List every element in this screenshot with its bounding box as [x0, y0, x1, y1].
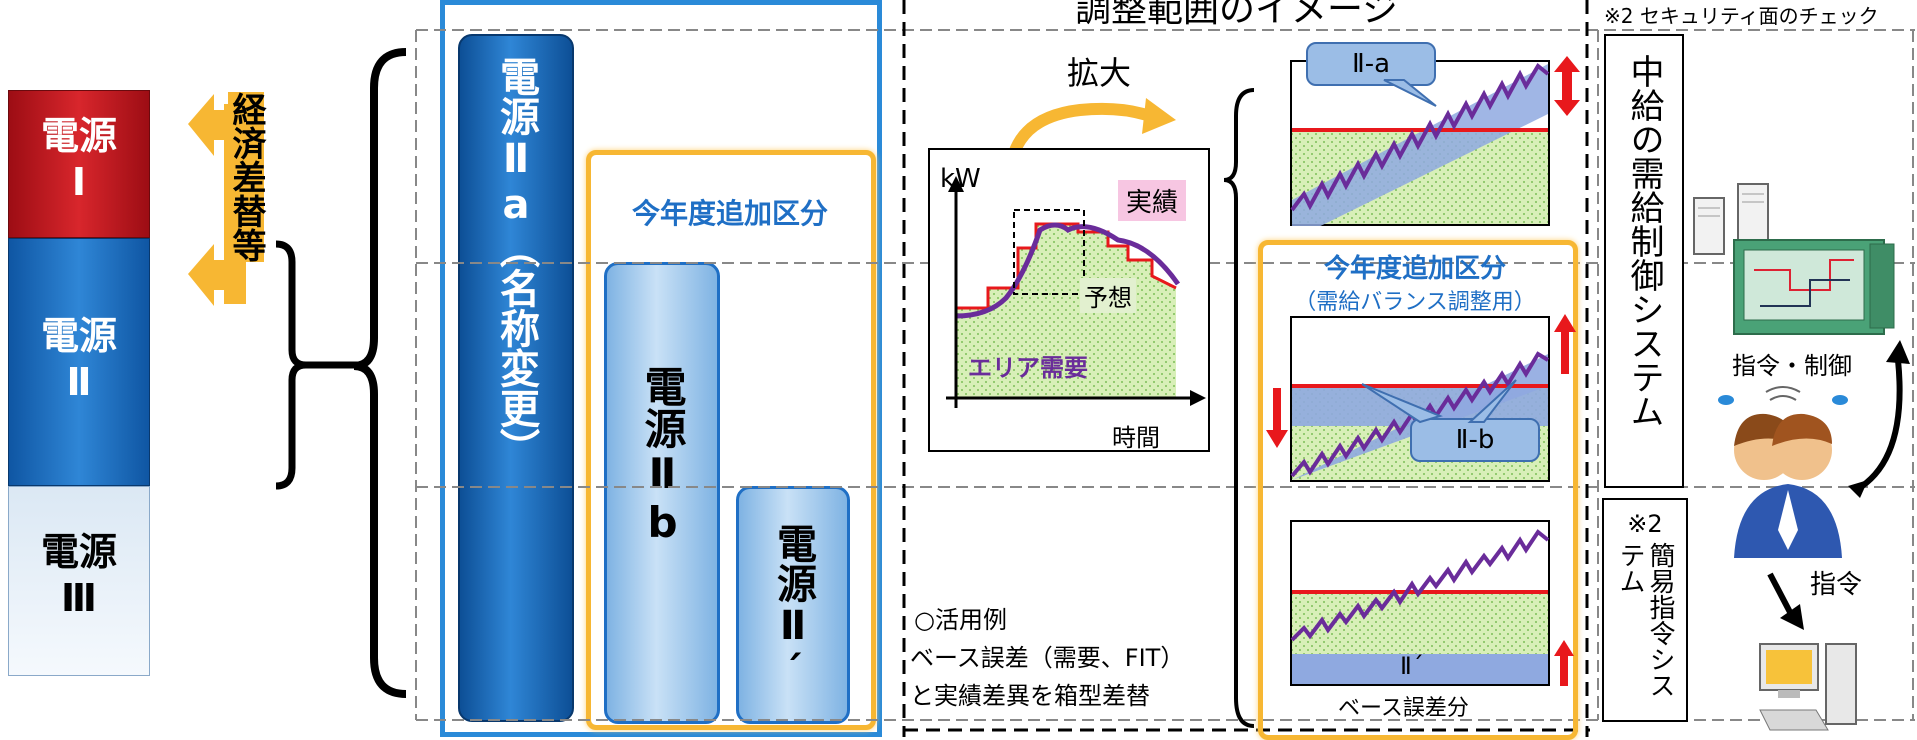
down-arrow-icon — [1266, 388, 1288, 448]
computer-icon — [1759, 643, 1857, 731]
forecast-label: 予想 — [1080, 278, 1136, 313]
replace-label: 経済差替等 — [226, 92, 266, 262]
chart-2a — [1290, 60, 1550, 226]
note-top: ※2 セキュリティ面のチェック — [1604, 4, 1879, 28]
callout-2a-tail-icon — [1383, 79, 1437, 107]
large-bracket-icon — [353, 48, 407, 698]
source1-line1: 電源 — [40, 114, 117, 158]
usage-title: ○活用例 — [914, 606, 1007, 634]
center-header: 調整範囲のイメージ — [1075, 0, 1399, 30]
up-arrow-icon — [1554, 314, 1576, 374]
kw-label: kW — [940, 164, 981, 194]
source2-outer-frame — [440, 0, 882, 737]
central-system-box: 中給の需給制御システム — [1604, 34, 1684, 488]
expand-label: 拡大 — [1067, 54, 1132, 92]
source2b-label: 電源Ⅱb — [638, 365, 687, 547]
chart-2prime — [1290, 520, 1550, 686]
actual-label: 実績 — [1118, 180, 1187, 221]
command-label: 指令 — [1810, 570, 1863, 600]
new-category-title-right: 今年度追加区分 — [1323, 254, 1506, 284]
source2-box: 電源 Ⅱ — [8, 238, 150, 486]
simple-system-box: ※2 簡易指令システム — [1602, 498, 1688, 722]
prime-label: Ⅱ´ — [1400, 652, 1424, 680]
area-demand-label: エリア需要 — [968, 354, 1088, 382]
source2prime-label: 電源Ⅱ´ — [770, 523, 816, 695]
operators-icon — [1718, 386, 1848, 558]
source3-line2: Ⅲ — [61, 576, 97, 620]
note2-label: ※2 — [1627, 510, 1663, 538]
new-category-sub-right: （需給バランス調整用） — [1294, 290, 1536, 315]
central-system-label: 中給の需給制御システム — [1624, 54, 1664, 428]
server-icon — [1693, 183, 1769, 255]
simple-system-label: 簡易指令システム — [1615, 542, 1675, 698]
right-curly-brace-icon — [1223, 88, 1255, 728]
command-control-label: 指令・制御 — [1732, 352, 1852, 380]
up-arrow-small-icon — [1554, 640, 1574, 686]
new-category-title-middle: 今年度追加区分 — [631, 197, 828, 230]
new-category-frame-middle — [586, 150, 876, 730]
callout-2a: Ⅱ-a — [1306, 42, 1436, 86]
source2-line2: Ⅱ — [66, 360, 92, 404]
callout-2b-tail-icon — [1361, 379, 1517, 424]
command-arrow-icon — [1767, 572, 1804, 630]
usage-line1: ベース誤差（需要、FIT） — [910, 644, 1185, 672]
source1-line2: Ⅰ — [71, 160, 87, 204]
base-error-label: ベース誤差分 — [1338, 696, 1469, 721]
curved-arrow-icon — [1848, 340, 1910, 498]
source2-line1: 電源 — [40, 314, 117, 358]
double-arrow-icon — [1554, 56, 1580, 116]
time-label: 時間 — [1112, 424, 1160, 452]
source1-box: 電源 Ⅰ — [8, 90, 150, 238]
usage-line2: と実績差異を箱型差替 — [910, 682, 1150, 710]
source3-box: 電源 Ⅲ — [8, 486, 150, 676]
demand-chart — [946, 176, 1206, 408]
control-panel-icon — [1733, 239, 1895, 335]
source2prime-pillar: 電源Ⅱ´ — [736, 486, 850, 724]
source2b-pillar: 電源Ⅱb — [604, 262, 720, 724]
source3-line1: 電源 — [40, 530, 117, 574]
connector-line-icon — [300, 361, 360, 369]
